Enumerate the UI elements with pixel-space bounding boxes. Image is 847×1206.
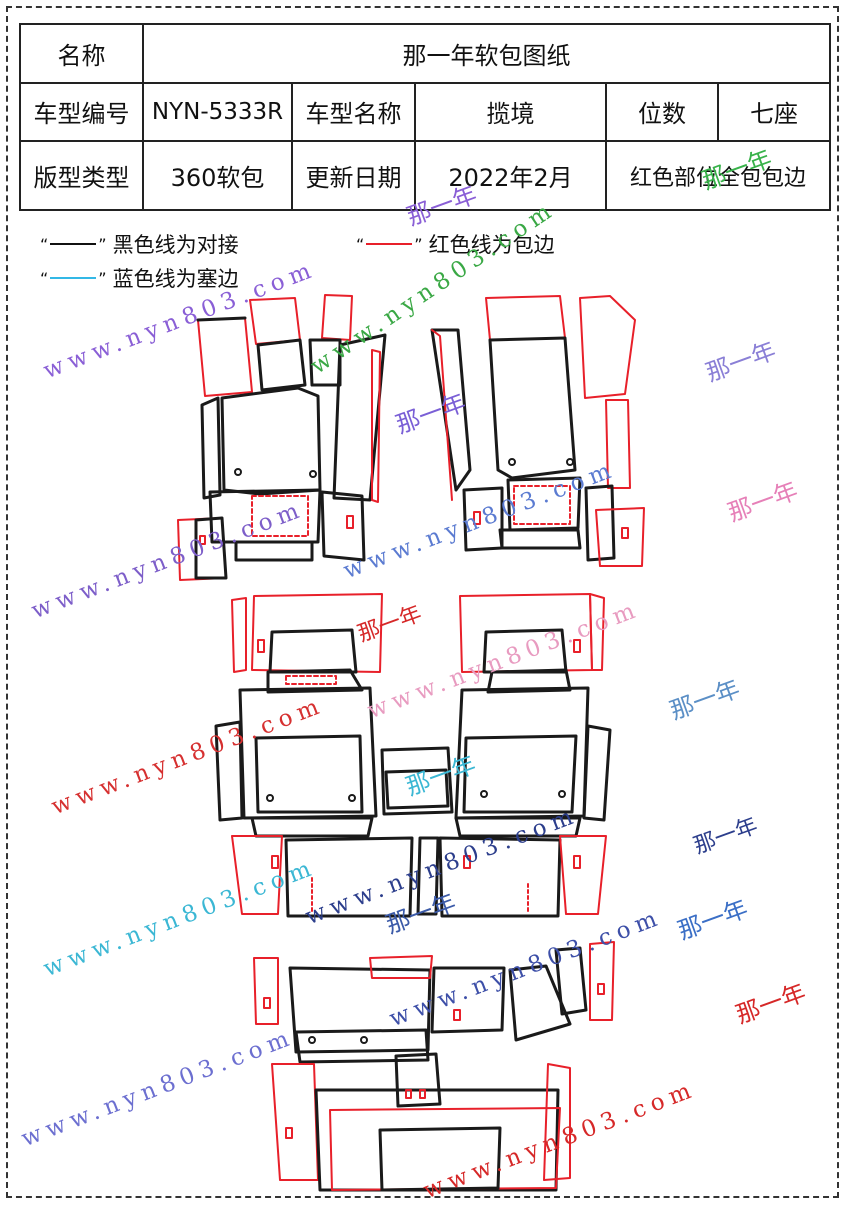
model-no-label: 车型编号 (19, 81, 144, 143)
red-line-swatch (366, 243, 413, 245)
front-right-panels (430, 295, 645, 567)
second-row-panels (214, 593, 612, 918)
spec-row-model: 车型编号 NYN-5333R 车型名称 揽境 位数 七座 (19, 81, 831, 143)
model-name-label: 车型名称 (291, 81, 416, 143)
note-value: 红色部位全包包边 (605, 140, 831, 211)
legend-blue: “ ” 蓝色线为塞边 (40, 263, 239, 293)
legend-blue-close-quote: ” (98, 268, 107, 288)
blue-line-swatch (50, 277, 97, 279)
legend-blue-open-quote: “ (40, 268, 49, 288)
legend-black-open-quote: “ (40, 234, 49, 254)
legend-red-text: 红色线为包边 (428, 233, 555, 257)
name-label: 名称 (19, 23, 144, 84)
type-label: 版型类型 (19, 140, 144, 211)
legend-red: “ ” 红色线为包边 (356, 229, 555, 259)
legend-red-close-quote: ” (414, 234, 423, 254)
seats-label: 位数 (605, 81, 719, 143)
model-no-value: NYN-5333R (142, 81, 293, 143)
name-value: 那一年软包图纸 (142, 23, 831, 84)
model-name-value: 揽境 (414, 81, 607, 143)
legend-black-text: 黑色线为对接 (112, 233, 239, 257)
black-line-swatch (50, 243, 97, 245)
legend-blue-text: 蓝色线为塞边 (112, 267, 239, 291)
front-left-panels (177, 294, 387, 581)
third-row-panels (253, 941, 615, 1192)
legend-red-open-quote: “ (356, 234, 365, 254)
page-border (6, 6, 839, 1198)
spec-row-type: 版型类型 360软包 更新日期 2022年2月 红色部位全包包边 (19, 140, 831, 211)
type-value: 360软包 (142, 140, 293, 211)
date-label: 更新日期 (291, 140, 416, 211)
legend-black-close-quote: ” (98, 234, 107, 254)
seats-value: 七座 (717, 81, 831, 143)
legend-black: “ ” 黑色线为对接 (40, 229, 239, 259)
spec-table: 名称 那一年软包图纸 车型编号 NYN-5333R 车型名称 揽境 位数 七座 … (19, 23, 831, 211)
date-value: 2022年2月 (414, 140, 607, 211)
spec-row-name: 名称 那一年软包图纸 (19, 23, 831, 84)
